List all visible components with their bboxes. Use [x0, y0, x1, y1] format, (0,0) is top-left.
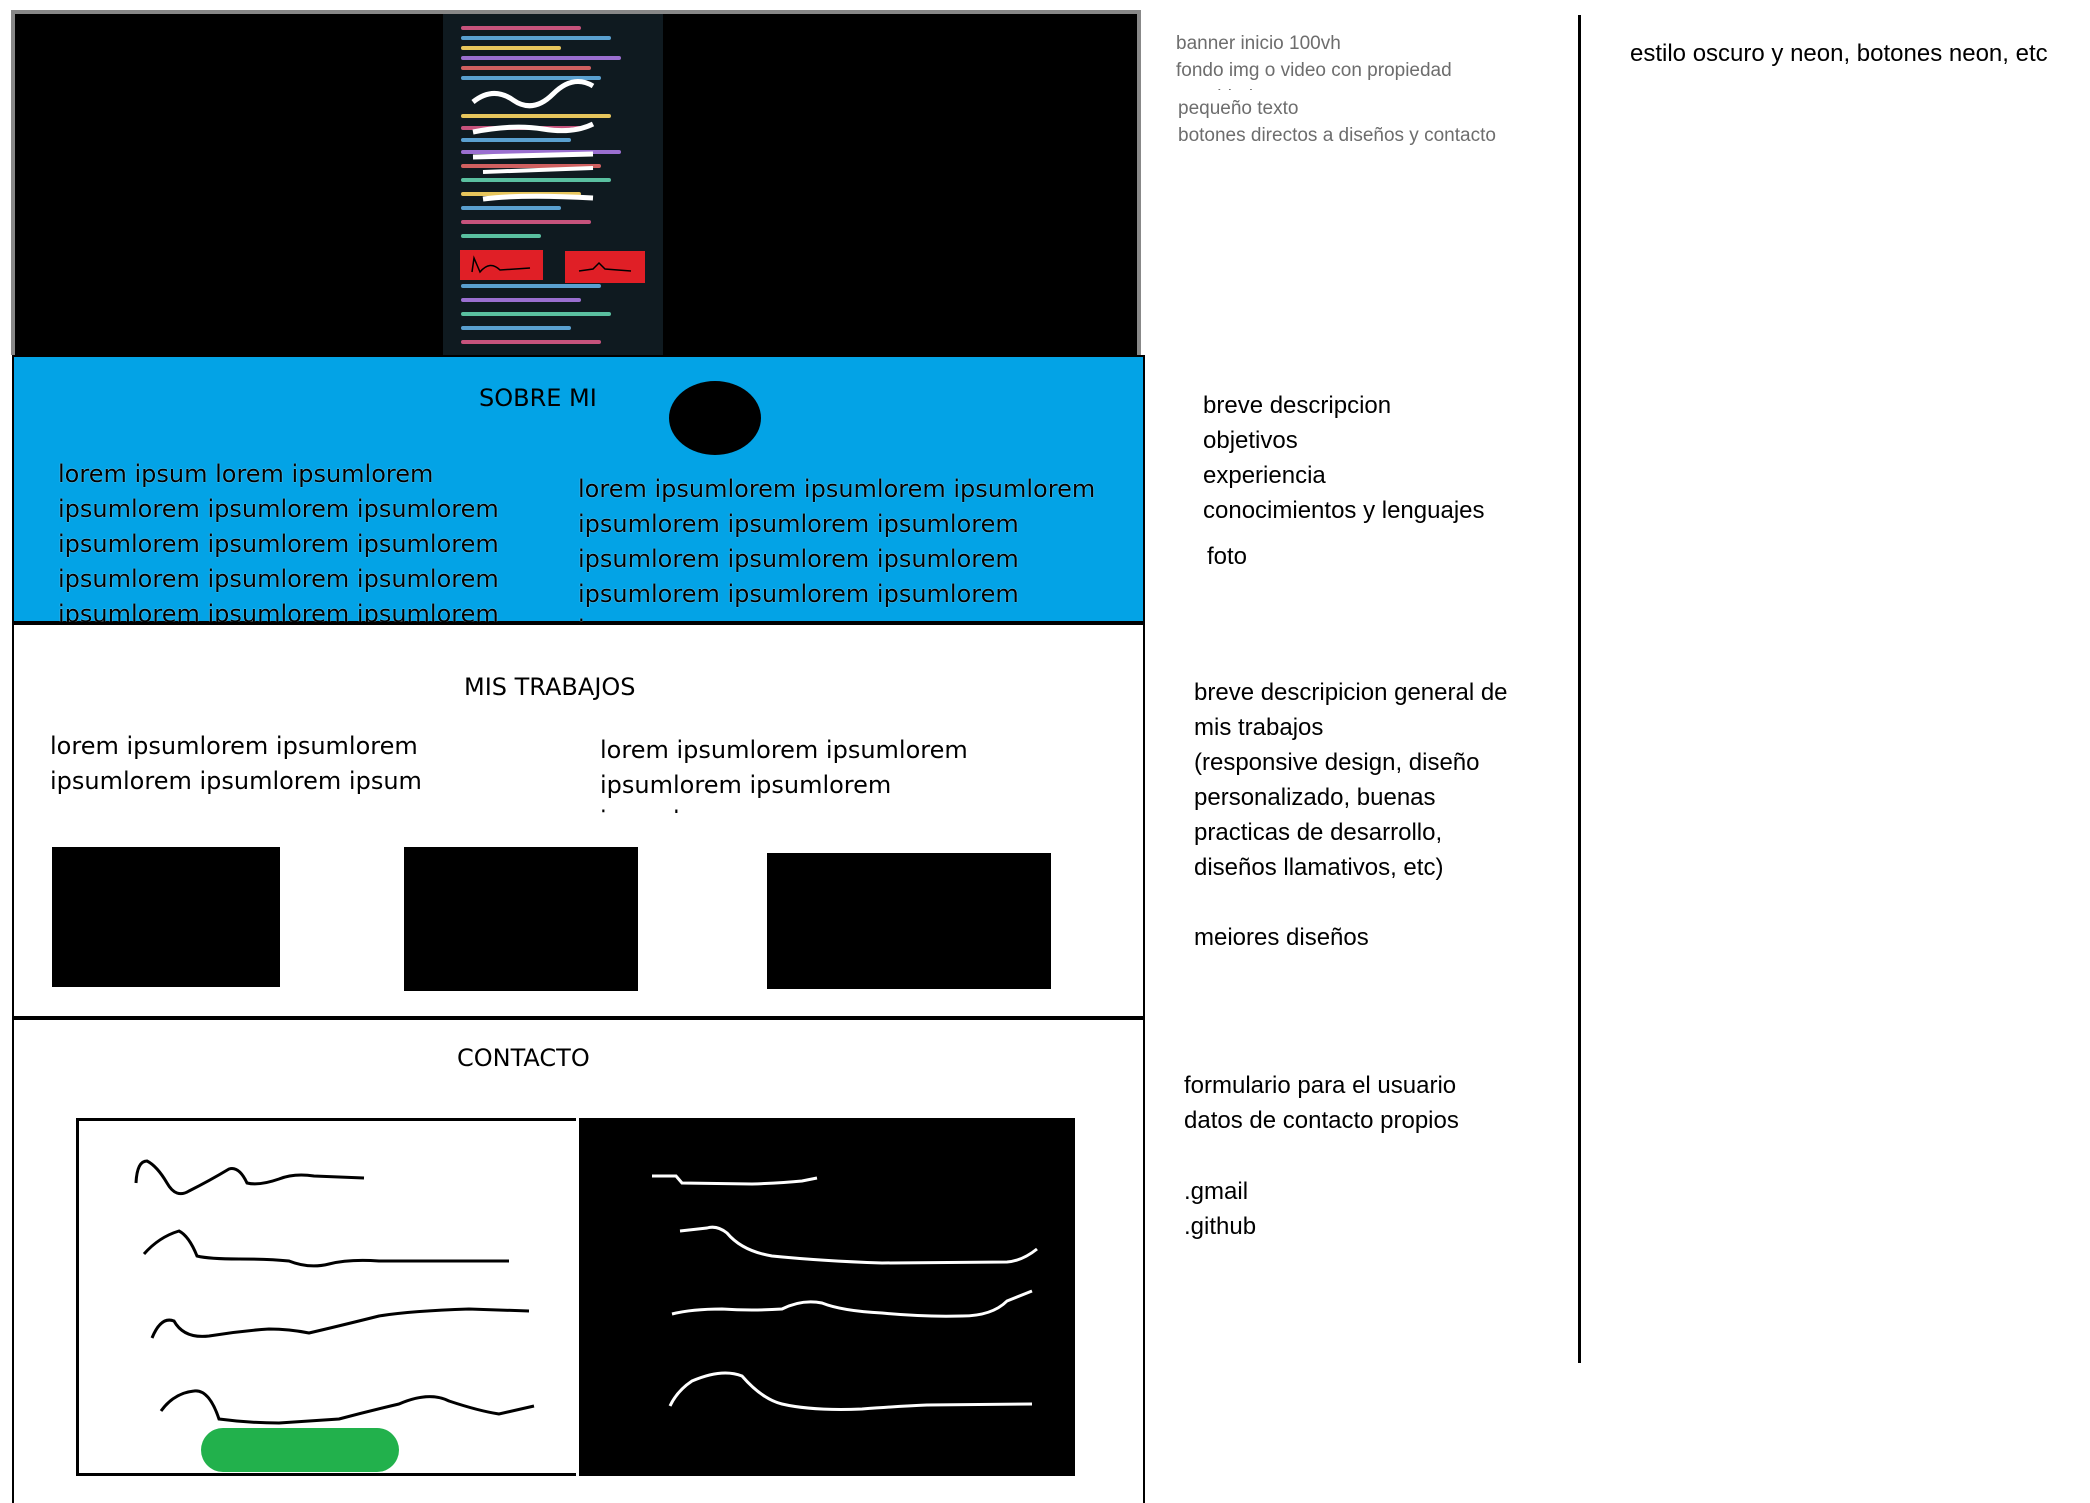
contact-info-scribbles: [652, 1174, 1038, 1411]
note-hero-extra: pequeño texto botones directos a diseños…: [1178, 98, 1496, 146]
note-works: breve descripicion general de mis trabaj…: [1194, 679, 1508, 945]
works-section: MIS TRABAJOS lorem ipsumlorem ipsumlorem…: [12, 623, 1145, 1018]
about-text-left: lorem ipsum lorem ipsumlorem ipsumlorem …: [58, 460, 499, 622]
form-field-subject: [150, 1307, 530, 1339]
note-style: estilo oscuro y neon, botones neon, etc: [1630, 40, 2048, 67]
work-thumbnail-2[interactable]: [404, 847, 638, 991]
about-title: SOBRE MI: [479, 384, 597, 412]
form-field-scribbles: [134, 1159, 535, 1425]
contact-line-github: [679, 1225, 1038, 1265]
work-thumbnail-3[interactable]: [767, 853, 1051, 989]
send-button[interactable]: [201, 1428, 399, 1472]
hero-contact-button[interactable]: [565, 251, 645, 283]
note-hero: banner inicio 100vh fondo img o video co…: [1176, 33, 1452, 90]
profile-photo: [669, 381, 761, 455]
works-text-right: lorem ipsumlorem ipsumlorem ipsumlorem i…: [600, 736, 968, 813]
contact-line-gmail: [652, 1174, 818, 1186]
contact-line-3: [671, 1289, 1033, 1318]
contact-form: [76, 1118, 576, 1476]
work-thumbnail-1[interactable]: [52, 847, 280, 987]
about-section: SOBRE MI lorem ipsum lorem ipsumlorem ip…: [12, 355, 1145, 623]
form-field-name: [134, 1159, 365, 1196]
contact-section: CONTACTO: [12, 1018, 1145, 1503]
note-contact: formulario para el usuario datos de cont…: [1184, 1072, 1459, 1134]
note-contact-links: .gmail .github: [1184, 1178, 1257, 1240]
form-field-message: [159, 1389, 535, 1425]
works-title: MIS TRABAJOS: [464, 673, 636, 701]
column-divider: [1578, 15, 1581, 1363]
works-text-left: lorem ipsumlorem ipsumlorem ipsumlorem i…: [50, 732, 422, 795]
hero-background-image: [443, 14, 663, 359]
about-text-right: lorem ipsumlorem ipsumlorem ipsumlorem i…: [578, 475, 1096, 622]
contact-info-panel: [579, 1118, 1075, 1476]
contact-title: CONTACTO: [457, 1044, 590, 1072]
hero-designs-button[interactable]: [460, 250, 543, 280]
scribble-overlay: [471, 79, 595, 202]
hero-banner: [11, 10, 1141, 359]
note-about-photo: foto: [1207, 543, 1248, 570]
form-field-email: [142, 1229, 509, 1268]
contact-line-4: [668, 1371, 1033, 1411]
note-about: breve descripcion objetivos experiencia …: [1203, 392, 1485, 524]
